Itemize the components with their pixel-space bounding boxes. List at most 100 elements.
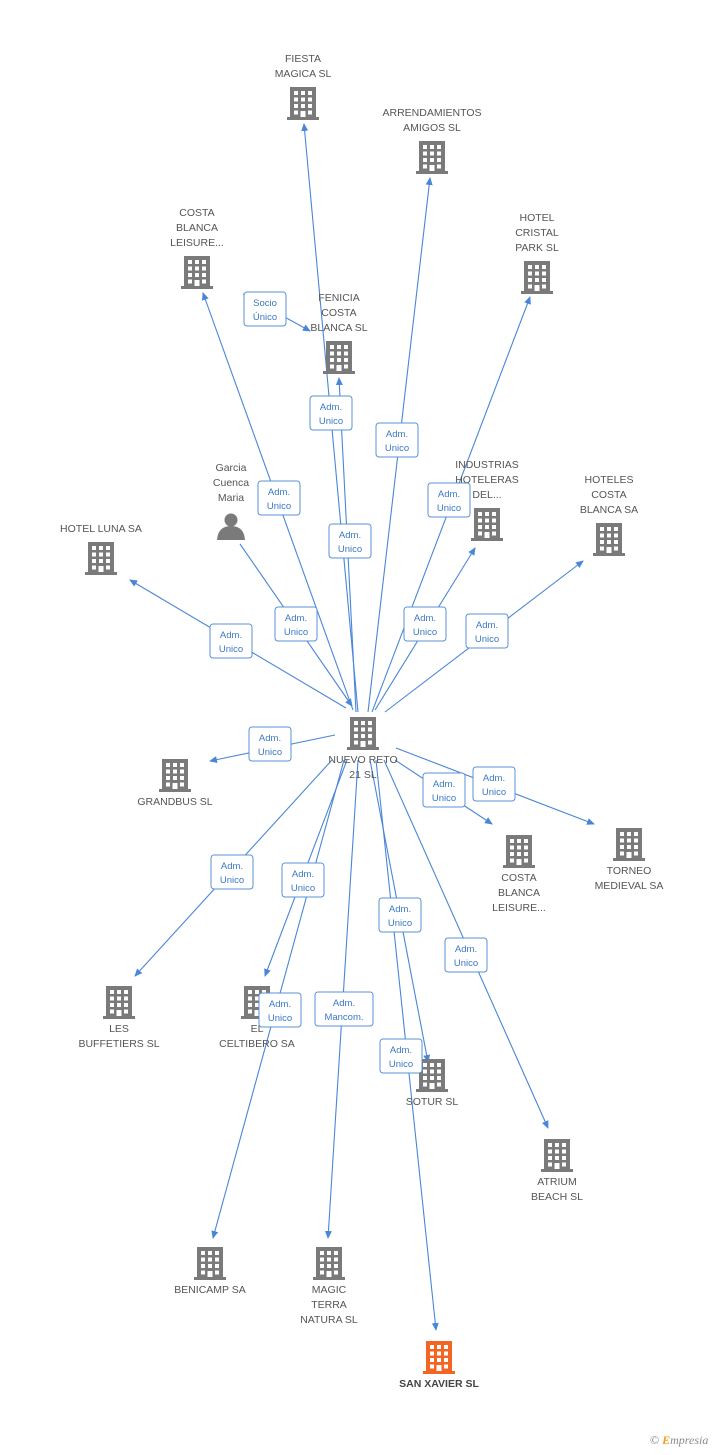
node-label: ATRIUM <box>537 1176 576 1188</box>
edge-label-center-les: Adm.Unico <box>210 854 254 890</box>
edge-label-text: Adm. <box>220 630 242 641</box>
edge-label-text: Adm. <box>455 944 477 955</box>
edge-label-text: Unico <box>432 793 456 804</box>
building-icon <box>159 759 191 792</box>
edge-label-text: Adm. <box>292 869 314 880</box>
node-label: HOTEL LUNA SA <box>60 523 142 535</box>
edge-label-center-hotelluna: Adm.Unico <box>209 623 253 659</box>
node-label: ARRENDAMIENTOS <box>383 107 482 119</box>
building-icon <box>313 1247 345 1280</box>
building-icon <box>423 1341 455 1374</box>
edge-label-center-grandbus: Adm. Unico <box>248 726 292 762</box>
edge-labels-layer: Adm.UnicoAdm.UnicoAdm.UnicoAdm.UnicoAdm.… <box>209 291 516 1074</box>
node-label: MAGICA SL <box>275 68 332 80</box>
node-label: CELTIBERO SA <box>219 1038 295 1050</box>
brand-initial: E <box>662 1433 671 1447</box>
node-sotur[interactable]: SOTUR SL <box>406 1059 459 1108</box>
edge-label-text: Adm. <box>259 733 281 744</box>
node-label: FIESTA <box>285 53 321 65</box>
node-torneo[interactable]: TORNEO MEDIEVAL SA <box>595 828 664 892</box>
node-fiesta[interactable]: FIESTA MAGICA SL <box>275 53 332 120</box>
node-label: LEISURE... <box>492 902 546 914</box>
edge-label-text: Unico <box>291 883 315 894</box>
building-icon <box>194 1247 226 1280</box>
node-label: BLANCA SL <box>310 322 367 334</box>
edge-label-text: Adm. <box>269 999 291 1010</box>
node-label: MAGIC <box>312 1284 347 1296</box>
edge-label-text: Unico <box>413 627 437 638</box>
edge-label-text: Unico <box>258 747 282 758</box>
copyright-symbol: © <box>650 1433 660 1447</box>
building-icon <box>181 256 213 289</box>
node-hotelluna[interactable]: HOTEL LUNA SA <box>60 523 142 575</box>
edge-label-text: Unico <box>454 958 478 969</box>
node-label: Garcia <box>216 462 247 474</box>
edge-label-text: Unico <box>338 544 362 555</box>
building-icon <box>85 542 117 575</box>
edge-label-text: Adm. <box>333 998 355 1009</box>
node-atrium[interactable]: ATRIUM BEACH SL <box>531 1139 583 1203</box>
node-hotelcristal[interactable]: HOTEL CRISTAL PARK SL <box>515 212 559 294</box>
edge-label-center-sanxavier: Adm.Unico <box>379 1038 423 1074</box>
node-label: TORNEO <box>607 865 652 877</box>
edge-label-text: Unico <box>385 443 409 454</box>
edge-label-text: Adm. <box>476 620 498 631</box>
node-label: SAN XAVIER SL <box>399 1378 479 1390</box>
building-icon <box>541 1139 573 1172</box>
node-label: CRISTAL <box>515 227 559 239</box>
node-label: HOTEL <box>519 212 554 224</box>
edge-label-center-celtibero: Adm. Unico <box>281 862 325 898</box>
node-label: BUFFETIERS SL <box>78 1038 159 1050</box>
edge-label-center-fiesta: Adm.Unico <box>309 395 353 431</box>
node-grandbus[interactable]: GRANDBUS SL <box>137 759 213 808</box>
edge-label-text: Adm. <box>285 613 307 624</box>
edge-label-text: Unico <box>268 1013 292 1024</box>
node-label: BLANCA <box>176 222 218 234</box>
building-icon <box>613 828 645 861</box>
node-label: BEACH SL <box>531 1191 583 1203</box>
node-hoteles[interactable]: HOTELES COSTA BLANCA SA <box>580 474 638 556</box>
node-benicamp[interactable]: BENICAMP SA <box>174 1247 246 1296</box>
edge-label-text: Unico <box>267 501 291 512</box>
edge-label-text: Único <box>253 312 277 323</box>
edge-label-text: Adm. <box>390 1045 412 1056</box>
footer-brand: © Empresia <box>650 1433 708 1448</box>
node-label: Maria <box>218 492 244 504</box>
edge-label-text: Adm. <box>268 487 290 498</box>
node-label: TERRA <box>311 1299 347 1311</box>
edge-label-center-magic: Adm. Mancom. <box>314 991 374 1027</box>
node-label: NATURA SL <box>300 1314 358 1326</box>
node-label: PARK SL <box>515 242 559 254</box>
node-sanxavier[interactable]: SAN XAVIER SL <box>399 1341 479 1390</box>
edge-label-center-torneo: Adm.Unico <box>472 766 516 802</box>
node-label: MEDIEVAL SA <box>595 880 664 892</box>
building-icon <box>103 986 135 1019</box>
building-icon <box>521 261 553 294</box>
edge-label-text: Adm. <box>221 861 243 872</box>
node-label: DEL... <box>472 489 501 501</box>
building-icon <box>287 87 319 120</box>
node-costa2[interactable]: COSTABLANCALEISURE... <box>492 835 546 914</box>
node-label: HOTELES <box>584 474 633 486</box>
edge-label-center-arrend: Adm. Unico <box>375 422 419 458</box>
edge-label-text: Mancom. <box>324 1012 363 1023</box>
node-costa1[interactable]: COSTABLANCALEISURE... <box>170 207 224 289</box>
edge-label-text: Unico <box>475 634 499 645</box>
edge-label-center-costa2: Adm.Unico <box>422 772 466 808</box>
node-label: COSTA <box>591 489 626 501</box>
node-magic[interactable]: MAGIC TERRA NATURA SL <box>300 1247 358 1326</box>
edge-label-text: Socio <box>253 298 277 309</box>
edge-label-text: Adm. <box>386 429 408 440</box>
edge-label-garcia-center: Adm.Unico <box>274 606 318 642</box>
node-industrias[interactable]: INDUSTRIASHOTELERASDEL... <box>455 459 519 541</box>
building-icon <box>323 341 355 374</box>
node-label: BLANCA SA <box>580 504 638 516</box>
building-icon <box>416 141 448 174</box>
